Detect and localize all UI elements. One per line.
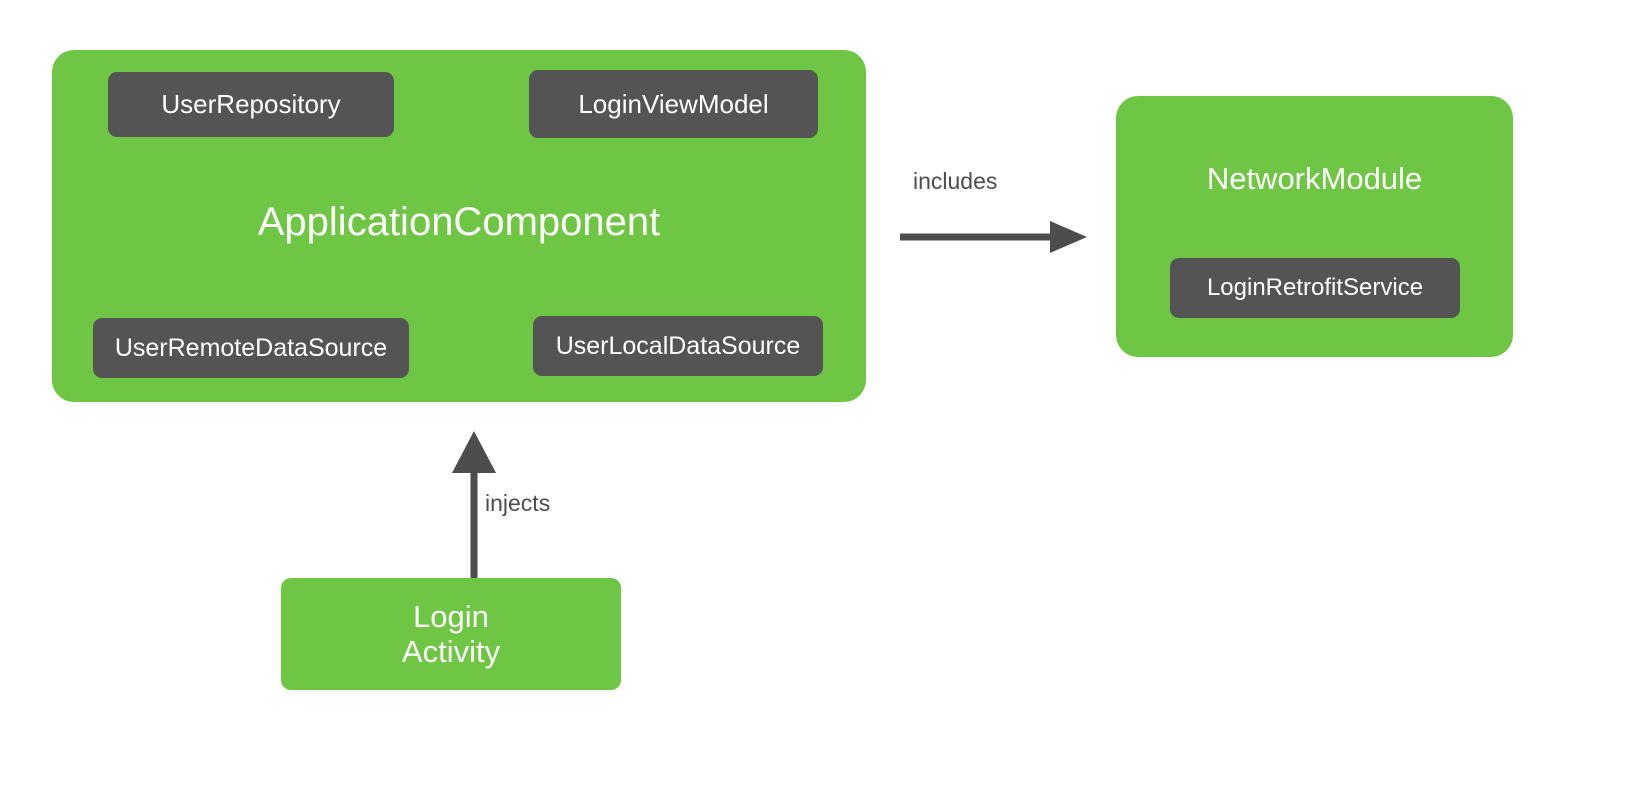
chip-login-viewmodel[interactable]: LoginViewModel	[529, 70, 818, 138]
application-component-title: ApplicationComponent	[257, 200, 661, 244]
edge-label-injects: injects	[485, 490, 551, 516]
login-activity-box[interactable]	[281, 578, 621, 690]
chip-login-retrofit-service[interactable]: LoginRetrofitService	[1170, 258, 1460, 318]
chip-user-remote-datasource[interactable]: UserRemoteDataSource	[93, 318, 409, 378]
injects-arrow-icon	[452, 431, 496, 585]
network-module-title: NetworkModule	[1206, 161, 1423, 196]
edge-label-includes: includes	[913, 168, 998, 194]
chip-user-repository[interactable]: UserRepository	[108, 72, 394, 137]
chip-user-local-datasource[interactable]: UserLocalDataSource	[533, 316, 823, 376]
login-activity-title: Login Activity	[401, 599, 501, 669]
includes-arrow-icon	[900, 221, 1087, 253]
